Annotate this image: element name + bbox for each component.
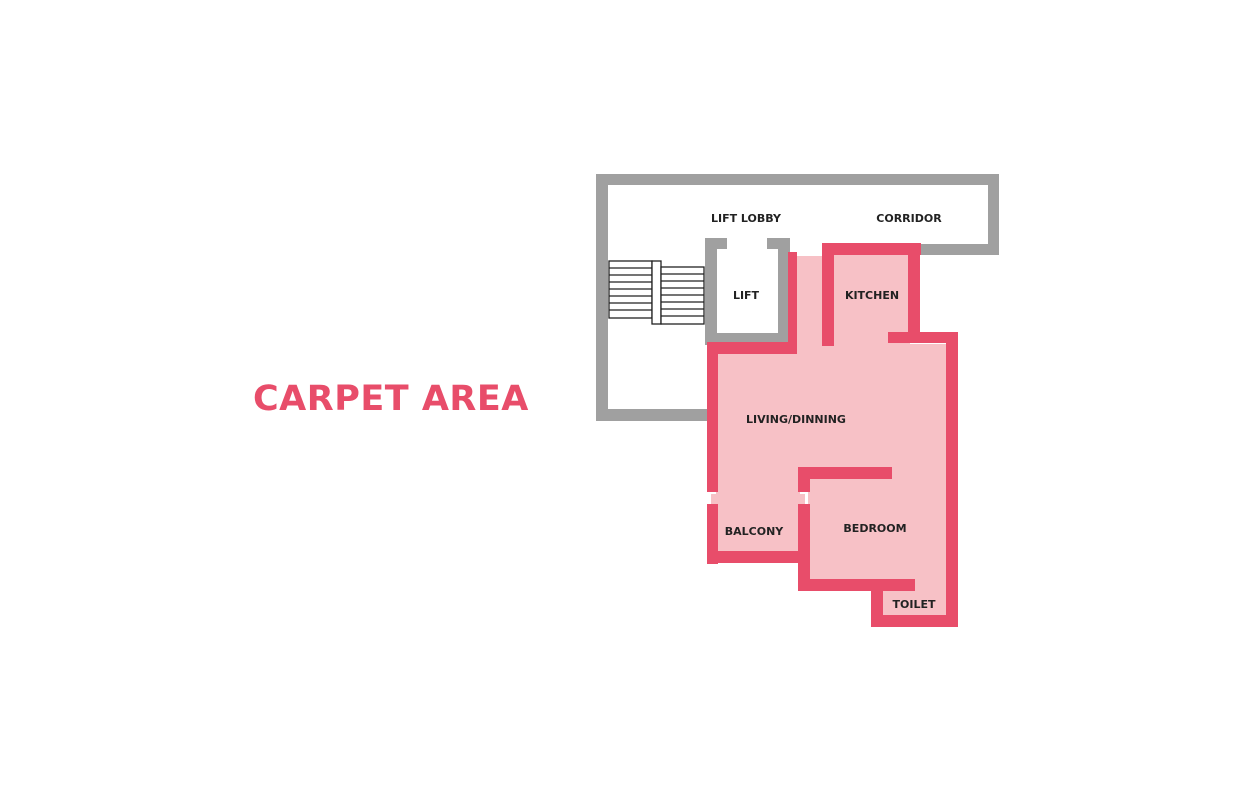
label-living-dining: LIVING/DINNING [746,413,846,426]
label-bedroom: BEDROOM [843,522,906,535]
label-balcony: BALCONY [725,525,785,538]
label-kitchen: KITCHEN [845,289,899,302]
page-title: CARPET AREA [253,379,529,419]
carpet-walls [707,243,958,627]
label-lift: LIFT [733,289,760,302]
label-lift-lobby: LIFT LOBBY [711,212,782,225]
label-toilet: TOILET [893,598,936,611]
balcony-door [711,494,805,504]
label-corridor: CORRIDOR [876,212,942,225]
staircase [608,260,705,325]
